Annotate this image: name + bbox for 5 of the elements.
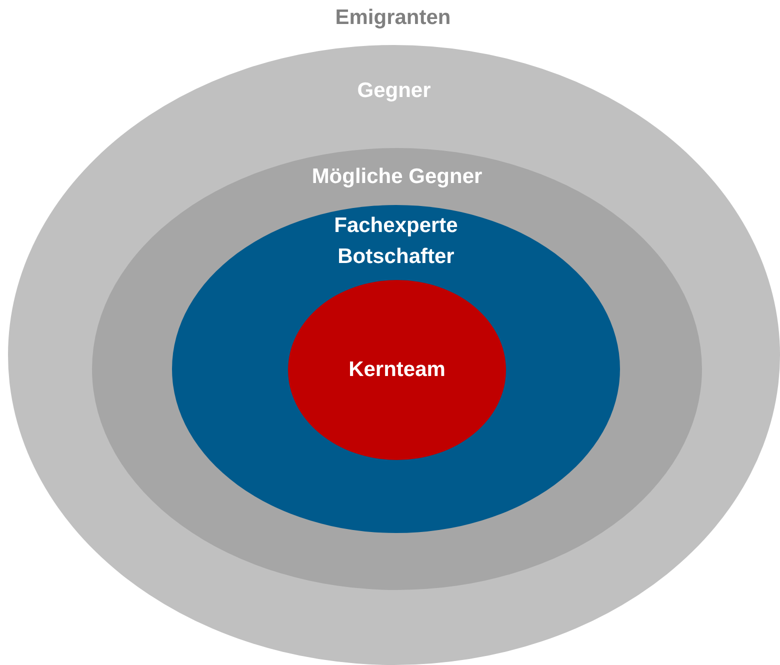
outer-label: Emigranten — [335, 5, 451, 31]
ring-label: Kernteam — [348, 357, 446, 383]
ring-label: Gegner — [357, 78, 431, 104]
ring-label: Mögliche Gegner — [312, 164, 482, 190]
ring-label: Fachexperte Botschafter — [333, 213, 459, 270]
